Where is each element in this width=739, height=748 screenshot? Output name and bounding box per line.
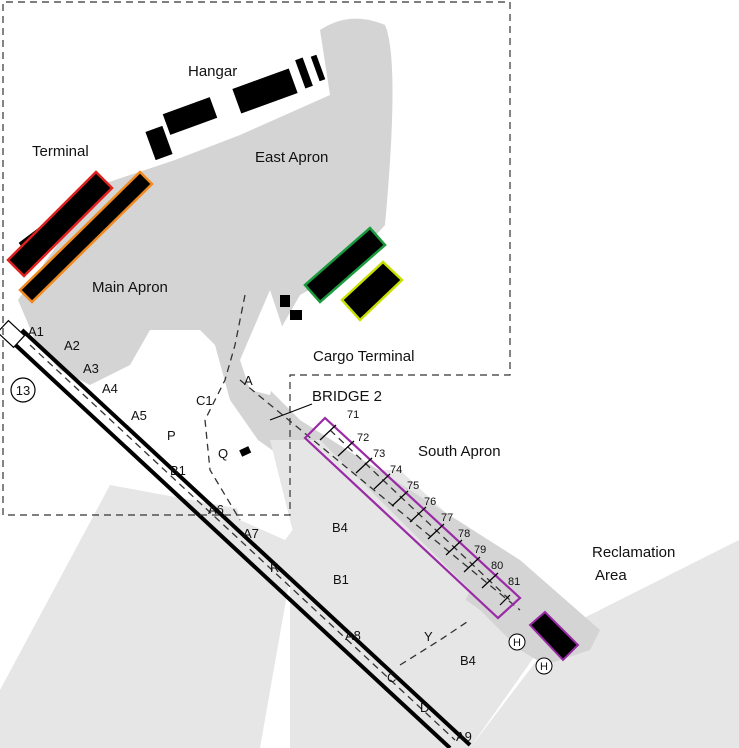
- stand-78: 78: [458, 528, 470, 540]
- stand-76: 76: [424, 496, 436, 508]
- helipad-1-label: H: [513, 637, 521, 649]
- label-bridge: BRIDGE 2: [312, 388, 382, 405]
- stand-81: 81: [508, 576, 520, 588]
- stand-80: 80: [491, 560, 503, 572]
- stand-75: 75: [407, 480, 419, 492]
- label-hangar: Hangar: [188, 63, 237, 80]
- terminal-building-orange: [18, 170, 154, 304]
- twy-a5: A5: [131, 408, 147, 423]
- aerodrome-boundary: [2, 1, 511, 516]
- apron-island: [240, 290, 285, 395]
- helipad-2: [535, 657, 553, 675]
- taxi-island: [220, 420, 300, 540]
- twy-r: R: [270, 560, 279, 575]
- twy-c1: C1: [196, 393, 213, 408]
- stand-72: 72: [357, 432, 369, 444]
- stand-71: 71: [347, 409, 359, 421]
- twy-a1: A1: [28, 324, 44, 339]
- stand-74: 74: [390, 464, 402, 476]
- reclamation-building: [528, 610, 580, 662]
- twy-b1-lower: B1: [333, 572, 349, 587]
- label-area: Area: [595, 567, 627, 584]
- twy-a3: A3: [83, 361, 99, 376]
- twy-a2: A2: [64, 338, 80, 353]
- label-east-apron: East Apron: [255, 149, 328, 166]
- twy-p: P: [167, 428, 176, 443]
- runway-13-badge: [10, 377, 36, 403]
- label-south-apron: South Apron: [418, 443, 501, 460]
- twy-b4-upper: B4: [332, 520, 348, 535]
- twy-a8: A8: [345, 628, 361, 643]
- twy-a6: A6: [208, 502, 224, 517]
- stand-arrows: [319, 424, 511, 606]
- twy-a4: A4: [102, 381, 118, 396]
- stand-77: 77: [441, 512, 453, 524]
- main-apron: [18, 18, 600, 666]
- cargo-building-green: [303, 226, 387, 304]
- twy-a9: A9: [456, 729, 472, 744]
- taxiway-labels: A1 A2 A3 A4 A5 A C1 P Q B1 A6 A7 B4 R B1…: [28, 324, 476, 744]
- south-apron-stands: [303, 416, 522, 620]
- twy-c: C: [387, 670, 396, 685]
- twy-b1-upper: B1: [170, 463, 186, 478]
- runway-13: [0, 319, 472, 748]
- b4-zone: [270, 440, 470, 660]
- terminal-building-red: [6, 170, 114, 278]
- helipad-1: [508, 633, 526, 651]
- bridge-pointer: [269, 403, 313, 421]
- twy-a: A: [244, 373, 253, 388]
- twy-a7: A7: [243, 526, 259, 541]
- twy-d: D: [420, 700, 429, 715]
- stand-79: 79: [474, 544, 486, 556]
- twy-y: Y: [424, 629, 433, 644]
- stand-labels: 71 72 73 74 75 76 77 78 79 80 81: [347, 409, 520, 588]
- label-reclamation: Reclamation: [592, 544, 675, 561]
- runway-label: 13: [16, 383, 30, 398]
- twy-q: Q: [218, 446, 228, 461]
- cargo-building-yellow: [340, 260, 404, 322]
- label-terminal: Terminal: [32, 143, 89, 160]
- label-main-apron: Main Apron: [92, 279, 168, 296]
- area-labels: Hangar Terminal East Apron Main Apron Ca…: [32, 63, 675, 584]
- label-cargo-terminal: Cargo Terminal: [313, 348, 414, 365]
- twy-b4-lower: B4: [460, 653, 476, 668]
- taxiway-centerlines: [29, 294, 521, 741]
- stand-73: 73: [373, 448, 385, 460]
- helipad-2-label: H: [540, 661, 548, 673]
